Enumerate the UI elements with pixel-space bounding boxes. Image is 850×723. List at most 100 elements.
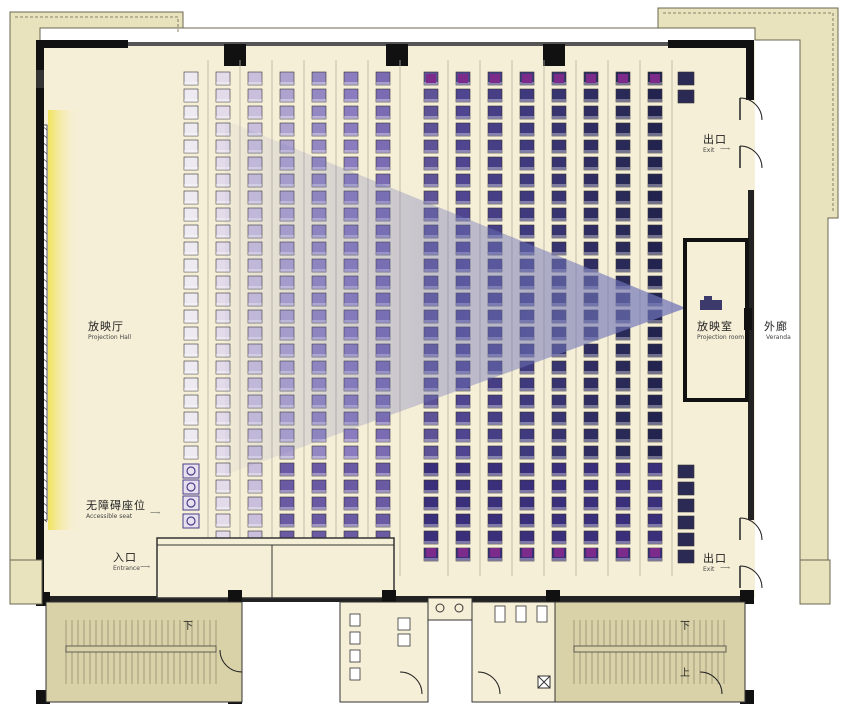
seat (615, 207, 631, 222)
seat-edge (376, 456, 390, 459)
seat-edge (648, 354, 662, 357)
seat (519, 88, 535, 103)
seat (455, 462, 471, 477)
seat-edge (488, 116, 502, 119)
seat-edge (216, 167, 230, 170)
projector-icon (700, 300, 722, 310)
seat (647, 462, 663, 477)
seat-edge (616, 133, 630, 136)
seat (615, 224, 631, 239)
seat-edge (488, 218, 502, 221)
seat-edge (184, 286, 198, 289)
seat (375, 462, 391, 477)
seat-edge (520, 422, 534, 425)
seat-edge (552, 524, 566, 527)
seat (583, 394, 599, 409)
column (228, 590, 242, 604)
seat-edge (376, 133, 390, 136)
seat-edge (616, 184, 630, 187)
seat (487, 88, 503, 103)
seat (677, 532, 695, 547)
seat-edge (520, 133, 534, 136)
wall-top-a (36, 40, 128, 48)
seat (615, 258, 631, 273)
seat (311, 105, 327, 120)
seat (583, 156, 599, 171)
toilet-icon (349, 649, 361, 663)
door-swing (219, 649, 243, 673)
seat-edge (248, 473, 262, 476)
seat (183, 360, 199, 375)
column (386, 44, 408, 66)
seat-edge (456, 490, 470, 493)
seat-edge (488, 524, 502, 527)
seat-edge (216, 456, 230, 459)
seat-edge (616, 490, 630, 493)
seat (487, 207, 503, 222)
projection-room-label-en: Projection room (697, 334, 745, 341)
seat-edge (184, 388, 198, 391)
seat-edge (584, 201, 598, 204)
seat-edge (312, 116, 326, 119)
seat-edge (616, 388, 630, 391)
seat-accent (618, 74, 628, 83)
seat-edge (424, 184, 438, 187)
seat (279, 479, 295, 494)
seat (647, 88, 663, 103)
seat-edge (520, 524, 534, 527)
seat-edge (552, 439, 566, 442)
seat-edge (376, 524, 390, 527)
accessible-seat (182, 463, 200, 479)
seat-edge (424, 150, 438, 153)
stair-landing (65, 645, 217, 653)
seat-edge (616, 541, 630, 544)
seat-edge (552, 218, 566, 221)
seat-edge (616, 99, 630, 102)
seat-edge (456, 473, 470, 476)
seat-edge (520, 116, 534, 119)
seat (423, 479, 439, 494)
seat-edge (344, 524, 358, 527)
seat (551, 496, 567, 511)
seat (615, 394, 631, 409)
seat-edge (584, 133, 598, 136)
seat-edge (584, 558, 598, 561)
seat-edge (648, 422, 662, 425)
seat (519, 139, 535, 154)
seat-edge (616, 524, 630, 527)
exit-bottom-arrow-icon: ⟶ (720, 564, 731, 572)
seat-edge (280, 490, 294, 493)
seat-accent (586, 74, 596, 83)
screen-glow (48, 110, 80, 530)
seat-edge (456, 558, 470, 561)
stair-landing (573, 645, 727, 653)
seat (551, 462, 567, 477)
seat (487, 411, 503, 426)
seat (311, 513, 327, 528)
seat (647, 122, 663, 137)
seat-edge (216, 82, 230, 85)
seat (615, 513, 631, 528)
sink-icon (454, 603, 464, 613)
seat-edge (648, 116, 662, 119)
projection-beam (225, 120, 686, 475)
column (224, 44, 246, 66)
seat (423, 173, 439, 188)
seat-edge (216, 473, 230, 476)
sinks (427, 597, 473, 621)
seat (311, 479, 327, 494)
seat-edge (648, 371, 662, 374)
seat-edge (216, 354, 230, 357)
seat (455, 479, 471, 494)
seat-edge (520, 371, 534, 374)
seat (583, 173, 599, 188)
seat (647, 190, 663, 205)
seat (615, 139, 631, 154)
seat (183, 122, 199, 137)
seat-edge (216, 524, 230, 527)
seat-edge (424, 558, 438, 561)
seat-edge (184, 133, 198, 136)
seat-edge (456, 201, 470, 204)
seat-accent (586, 548, 596, 557)
